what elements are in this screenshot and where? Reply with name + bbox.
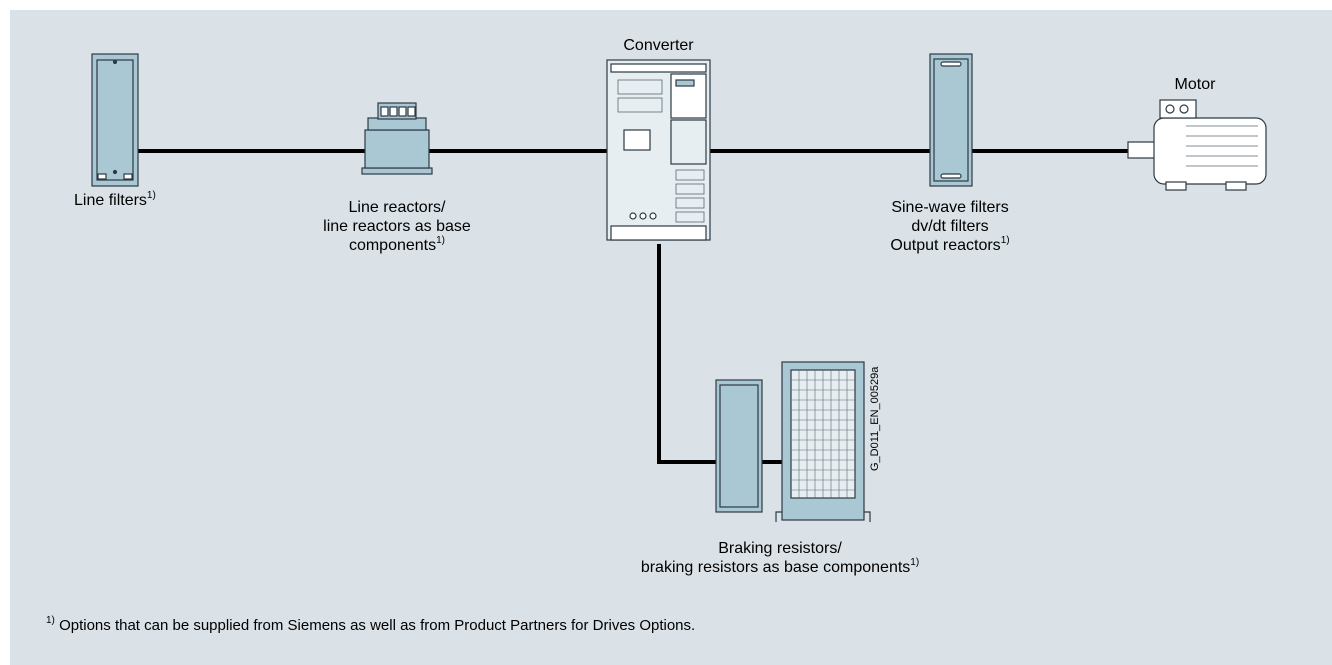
output-filter-device	[929, 53, 973, 187]
drawing-code: G_D011_EN_00529a	[869, 366, 881, 471]
converter-label: Converter	[623, 37, 694, 54]
cable-braking	[657, 244, 716, 464]
braking-label: Braking resistors/ braking resistors as …	[640, 540, 920, 576]
line-filter-device	[91, 53, 139, 187]
braking-resistor-device	[775, 361, 871, 522]
motor-label: Motor	[1174, 76, 1216, 93]
footnote: 1) Options that can be supplied from Sie…	[46, 615, 696, 635]
converter-device	[606, 59, 711, 241]
line-reactors-label: Line reactors/ line reactors as base com…	[323, 199, 471, 254]
motor-device	[1127, 99, 1267, 191]
line-filters-label: Line filters1)	[74, 189, 156, 209]
line-reactor-device	[361, 102, 433, 175]
braking-unit-device	[715, 379, 763, 513]
output-filters-label: Sine-wave filters dv/dt filters Output r…	[890, 199, 1010, 254]
